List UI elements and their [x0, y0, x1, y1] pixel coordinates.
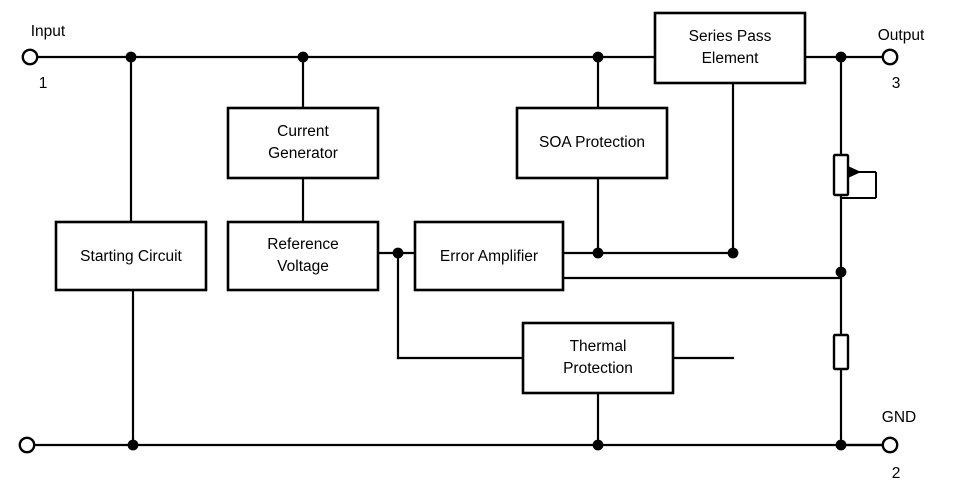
- terminal-ground-left[interactable]: [18, 436, 36, 454]
- input-terminal-pin[interactable]: [21, 48, 39, 66]
- soa-protection-label: SOA Protection: [539, 134, 645, 151]
- block-soa-protection[interactable]: SOA Protection: [515, 106, 669, 180]
- reference-voltage-label-line2: Voltage: [277, 258, 329, 275]
- current-generator-box[interactable]: [226, 106, 380, 180]
- junction-dot-input-current-generator: [297, 51, 309, 63]
- gnd-terminal-label: GND: [882, 409, 916, 426]
- terminal-gnd[interactable]: GND 2: [881, 409, 916, 482]
- reference-voltage-box[interactable]: [226, 220, 380, 292]
- junction-dot-input-start: [125, 51, 137, 63]
- terminal-output[interactable]: Output 3: [878, 27, 925, 92]
- junction-dot-ground-starting-circuit: [127, 439, 139, 451]
- reference-voltage-label-line1: Reference: [267, 236, 339, 253]
- thermal-protection-label-line1: Thermal: [570, 338, 627, 355]
- terminal-layer: Input 1 Output 3 GND 2: [18, 23, 925, 482]
- current-generator-label-line1: Current: [277, 123, 329, 140]
- soa-protection-box[interactable]: [515, 106, 669, 180]
- terminal-input[interactable]: Input 1: [21, 23, 66, 92]
- junction-dot-input-soa: [592, 51, 604, 63]
- wire-layer: [33, 55, 884, 447]
- error-amplifier-box[interactable]: [413, 220, 565, 292]
- junction-dot-reference-output: [392, 247, 404, 259]
- junction-dot-ground-thermal: [592, 439, 604, 451]
- gnd-terminal-number: 2: [892, 465, 901, 482]
- potentiometer-wiper: [841, 166, 877, 199]
- lower-resistor-body: [832, 333, 850, 371]
- error-amplifier-label: Error Amplifier: [440, 248, 538, 265]
- block-series-pass-element[interactable]: Series Pass Element: [653, 11, 807, 85]
- series-pass-element-label-line1: Series Pass: [689, 28, 772, 45]
- junction-dot-layer: [125, 51, 847, 451]
- junction-dot-feedback: [835, 266, 847, 278]
- block-layer: Starting Circuit Current Generator Refer…: [54, 11, 807, 395]
- series-pass-element-box[interactable]: [653, 11, 807, 85]
- block-starting-circuit[interactable]: Starting Circuit: [54, 220, 208, 292]
- junction-dot-output-top: [835, 51, 847, 63]
- output-terminal-number: 3: [892, 75, 901, 92]
- thermal-protection-box[interactable]: [521, 321, 675, 395]
- input-terminal-label: Input: [31, 23, 66, 40]
- junction-dot-ground-divider: [835, 439, 847, 451]
- input-terminal-number: 1: [39, 75, 48, 92]
- passive-components-layer: [832, 153, 877, 371]
- block-reference-voltage[interactable]: Reference Voltage: [226, 220, 380, 292]
- junction-dot-error-amplifier-soa: [592, 247, 604, 259]
- series-pass-element-label-line2: Element: [702, 50, 760, 67]
- output-terminal-pin[interactable]: [881, 48, 899, 66]
- block-error-amplifier[interactable]: Error Amplifier: [413, 220, 565, 292]
- ground-left-terminal-pin[interactable]: [18, 436, 36, 454]
- thermal-protection-label-line2: Protection: [563, 360, 633, 377]
- current-generator-label-line2: Generator: [268, 145, 338, 162]
- output-terminal-label: Output: [878, 27, 925, 44]
- junction-dot-series-pass-drive: [727, 247, 739, 259]
- block-thermal-protection[interactable]: Thermal Protection: [521, 321, 675, 395]
- gnd-terminal-pin[interactable]: [881, 436, 899, 454]
- output-potentiometer-body: [832, 153, 850, 197]
- block-current-generator[interactable]: Current Generator: [226, 106, 380, 180]
- starting-circuit-label: Starting Circuit: [80, 248, 182, 265]
- starting-circuit-box[interactable]: [54, 220, 208, 292]
